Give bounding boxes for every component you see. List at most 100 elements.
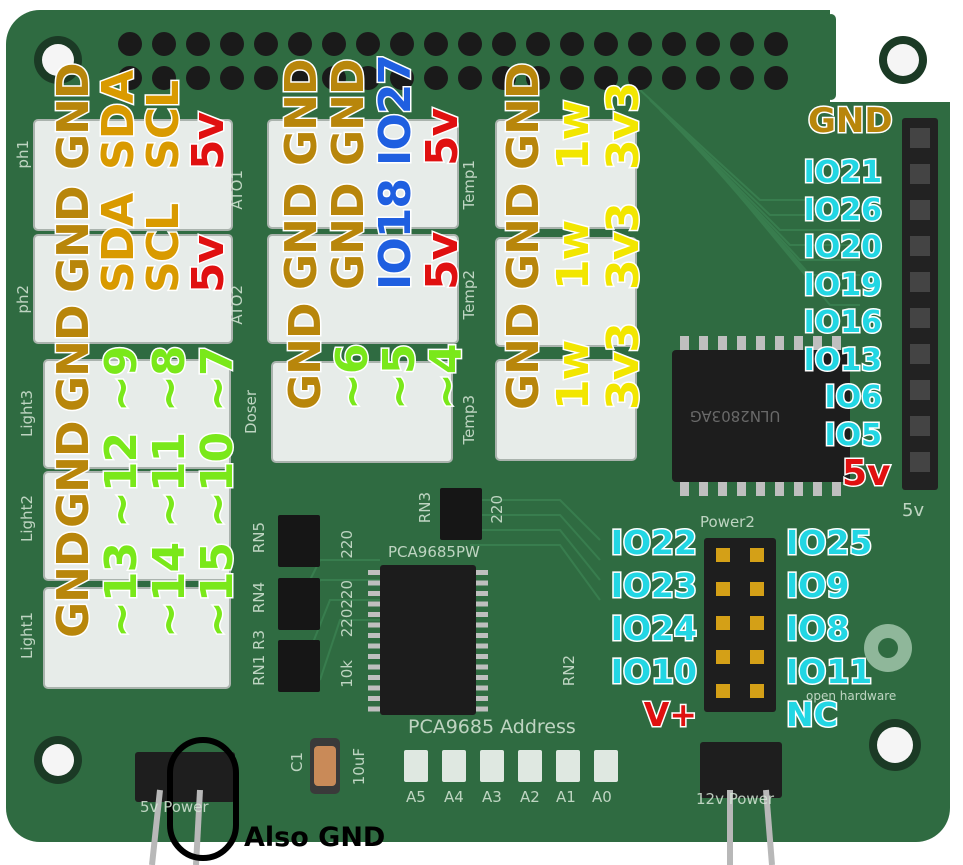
- pca-leg: [476, 591, 488, 596]
- address-pads: [404, 750, 618, 782]
- pca-leg: [476, 685, 488, 691]
- pin-label-power2-right-4: NC: [785, 695, 840, 734]
- gpio-pin: [730, 66, 754, 90]
- gpio-pin: [152, 66, 176, 90]
- power2-pin: [750, 684, 764, 698]
- pin-label-power2-right-3: IO11: [784, 652, 873, 691]
- gpio-pin: [322, 66, 346, 90]
- gpio-pin: [628, 32, 652, 56]
- connector-block: [33, 119, 233, 231]
- pin-label-power2-left-2: IO24: [609, 609, 698, 648]
- also-gnd-highlight: [167, 737, 239, 861]
- pin-label-right-7: IO5: [823, 417, 884, 453]
- address-pad: [442, 750, 466, 782]
- pca-leg: [368, 633, 380, 638]
- uln-leg: [832, 336, 841, 350]
- pin-label-temp2-1: 1w: [547, 219, 601, 291]
- pin-label-ph2-1: SDA: [92, 192, 146, 294]
- address-pad: [404, 750, 428, 782]
- gpio-pin: [526, 32, 550, 56]
- pin-label-light2-2: ~11: [143, 431, 197, 529]
- uln-leg: [737, 336, 746, 350]
- pca-leg: [368, 675, 380, 680]
- pca-leg: [368, 612, 380, 617]
- uln-leg: [794, 336, 803, 350]
- pin-label-light2-3: ~10: [191, 431, 245, 529]
- pin-label-light1-0: GND: [47, 530, 101, 639]
- pin-label-power2-left-0: IO22: [609, 523, 698, 562]
- pin-label-right-5v: 5v: [841, 453, 892, 494]
- uln-leg: [794, 482, 803, 496]
- pca-leg: [368, 580, 380, 586]
- silk-light1: Light1: [18, 612, 36, 659]
- pca-leg: [368, 570, 380, 575]
- connector-block: [495, 359, 637, 461]
- power2-pin: [716, 616, 730, 630]
- gpio-pin: [560, 66, 584, 90]
- silk-rn4: RN4: [250, 582, 268, 614]
- pin-label-light1-1: ~13: [95, 541, 149, 639]
- address-pad: [480, 750, 504, 782]
- gpio-pin: [424, 66, 448, 90]
- gpio-pin: [764, 32, 788, 56]
- power2-pin: [750, 582, 764, 596]
- silk-5v-power: 5v Power: [140, 798, 209, 816]
- uln-leg: [718, 482, 727, 496]
- resistor-networks: [278, 488, 482, 692]
- connector-block: [43, 471, 231, 581]
- pca-leg: [476, 696, 488, 701]
- pin-label-temp3-0: GND: [497, 302, 551, 411]
- pin-label-right-6: IO6: [823, 380, 884, 415]
- uln-leg: [832, 482, 841, 496]
- pin-label-ato1-3: 5v: [416, 107, 470, 167]
- pin-label-ph1-0: GND: [47, 62, 101, 171]
- uln-leg: [775, 482, 784, 496]
- connector-block: [495, 119, 637, 229]
- pin-label-light2-0: GND: [47, 420, 101, 529]
- silk-ph2: ph2: [14, 285, 32, 314]
- gpio-pin: [288, 66, 312, 90]
- pin-label-right-5: IO13: [802, 342, 883, 378]
- gpio-pin: [526, 66, 550, 90]
- gpio-pin: [628, 66, 652, 90]
- silk-rn2: RN2: [560, 655, 578, 687]
- pin-label-right-2: IO20: [802, 230, 883, 265]
- silk-ph1: ph1: [14, 140, 32, 169]
- gpio-pin: [594, 32, 618, 56]
- power-leads: [149, 789, 775, 865]
- pin-label-temp2-2: 3v3: [597, 202, 651, 292]
- gpio-pin: [186, 32, 210, 56]
- pin-label-power2-left-3: IO10: [609, 652, 698, 691]
- pca-leg: [476, 570, 488, 575]
- pin-label-light2-1: ~12: [95, 431, 149, 529]
- pca-leg: [476, 633, 488, 638]
- right-header-pin: [910, 164, 930, 184]
- pin-label-right-1: IO26: [802, 192, 883, 228]
- right-header-pin: [910, 380, 930, 400]
- gpio-pin: [118, 32, 142, 56]
- connector-block: [43, 359, 231, 469]
- gpio-pin: [152, 32, 176, 56]
- uln-chip-legs: [680, 336, 841, 496]
- pin-label-ato2-0: GND: [275, 182, 329, 291]
- power2-pin: [716, 582, 730, 596]
- uln-leg: [699, 482, 708, 496]
- pin-label-doser-0: GND: [279, 302, 333, 411]
- pin-label-ph2-3: 5v: [182, 234, 236, 294]
- pin-label-ph1-2: SCL: [137, 79, 191, 171]
- silk-uln-chip: ULN2803AG: [690, 407, 781, 425]
- silk-rn1r3: RN1 R3: [250, 630, 268, 686]
- pin-label-right-4: IO16: [802, 305, 883, 340]
- power2-pin: [750, 616, 764, 630]
- gpio-pin: [356, 66, 380, 90]
- right-header-pin: [910, 416, 930, 436]
- silk-light3: Light3: [18, 390, 36, 437]
- uln-leg: [680, 336, 689, 350]
- gpio-pin: [730, 32, 754, 56]
- silk-power2: Power2: [700, 513, 755, 531]
- pin-label-ph1-1: SDA: [92, 69, 146, 171]
- gpio-pin: [322, 32, 346, 56]
- pca-leg: [476, 612, 488, 617]
